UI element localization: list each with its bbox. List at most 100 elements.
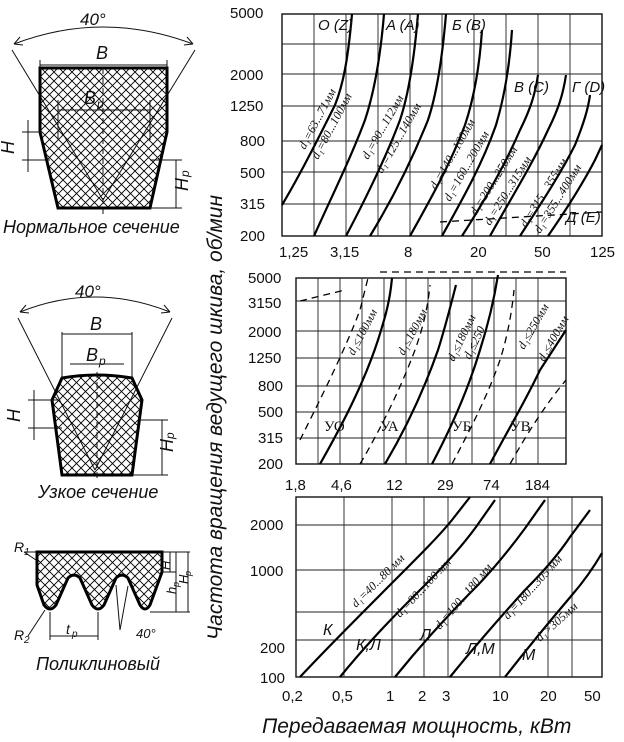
poly-curve-m: [504, 552, 603, 678]
tick: 20: [540, 688, 557, 705]
narrow-dash-uv: [509, 379, 567, 465]
tick: 315: [240, 196, 265, 213]
poly-curve-label: d₁=180...305 мм: [500, 552, 565, 622]
narrow-label-ua: УА: [380, 419, 399, 435]
tick: 184: [525, 477, 550, 494]
tick: 0,2: [282, 688, 303, 705]
classic-label-e: Д (E): [564, 209, 601, 226]
poly-section-drawing: R 1 R 2 H h р H р t р 40° Поликлиновый: [14, 539, 193, 674]
poly-tp: t: [66, 621, 71, 637]
narrow-curve-ub: [431, 274, 500, 465]
classic-curve-d2: [547, 144, 603, 237]
x-axis-title: Передаваемая мощность, кВт: [262, 715, 571, 738]
poly-angle: 40°: [136, 626, 156, 641]
narrow-hp-sub: р: [163, 432, 177, 440]
poly-r2: R: [14, 627, 24, 643]
classic-curve-b1: [409, 29, 484, 237]
poly-r1: R: [14, 539, 24, 555]
poly-curve-l: [394, 499, 546, 678]
poly-hp-sub: р: [171, 582, 181, 588]
poly-label-m: М: [522, 647, 536, 664]
poly-belt-chart: 2000 1000 200 100 0,2 0,5 1 2 3 10 20 50…: [250, 496, 603, 705]
tick: 12: [386, 477, 403, 494]
tick: 5000: [230, 5, 263, 22]
y-axis-title: Частота вращения ведущего шкива, об/мин: [204, 195, 227, 640]
narrow-h: H: [4, 408, 24, 422]
normal-section-drawing: 40° B B р H H р Нормальное сечение: [0, 10, 196, 237]
classic-x-ticks: 1,25 3,15 8 20 50 125: [279, 244, 615, 261]
narrow-belt-chart: 5000 3150 2000 1250 800 500 315 200 1,8 …: [248, 270, 572, 494]
tick: 1250: [248, 350, 281, 367]
classic-curve-b2: [441, 29, 514, 237]
narrow-y-ticks: 5000 3150 2000 1250 800 500 315 200: [248, 270, 283, 473]
narrow-hp: H: [157, 438, 177, 452]
narrow-dash-ub: [451, 289, 515, 465]
narrow-label-uv: УВ: [510, 419, 531, 435]
tick: 1250: [230, 98, 263, 115]
narrow-angle: 40°: [75, 282, 101, 301]
tick: 800: [258, 378, 283, 395]
tick: 3: [442, 688, 450, 705]
poly-label-l: Л: [419, 627, 431, 644]
poly-label-lm: Л,М: [465, 641, 495, 658]
narrow-curve-label: d₁≤180мм: [394, 306, 430, 357]
narrow-curve-ua: [384, 284, 458, 465]
poly-x-ticks: 0,2 0,5 1 2 3 10 20 50: [282, 688, 601, 705]
normal-bp-sub: р: [96, 97, 104, 111]
tick: 2: [418, 688, 426, 705]
normal-hp: H: [172, 177, 192, 191]
narrow-bp: B: [86, 345, 98, 365]
tick: 200: [258, 456, 283, 473]
classic-label-d: Г (D): [572, 79, 605, 96]
narrow-caption: Узкое сечение: [37, 482, 158, 502]
tick: 315: [258, 430, 283, 447]
normal-angle: 40°: [80, 10, 106, 29]
classic-curve-a2: [369, 13, 448, 237]
tick: 4,6: [331, 477, 352, 494]
narrow-section-drawing: 40° B B р H H р Узкое сечение: [4, 282, 177, 502]
classic-dash-e: [439, 211, 603, 223]
tick: 2000: [230, 67, 263, 84]
narrow-label-uo: УО: [324, 419, 345, 435]
tick: 500: [258, 404, 283, 421]
tick: 8: [404, 244, 412, 261]
poly-label-kl: К,Л: [356, 637, 381, 654]
classic-curve-d1: [519, 94, 592, 237]
normal-h: H: [0, 140, 18, 154]
normal-hp-sub: р: [178, 170, 192, 178]
tick: 800: [240, 133, 265, 150]
normal-b: B: [96, 43, 108, 63]
classic-curve-z1: [281, 13, 354, 206]
normal-caption: Нормальное сечение: [3, 217, 180, 237]
narrow-b: B: [90, 314, 102, 334]
classic-curve-a1: [345, 13, 420, 237]
tick: 1,8: [285, 477, 306, 494]
poly-y-ticks: 2000 1000 200 100: [250, 517, 285, 687]
classic-label-b: Б (B): [452, 17, 486, 34]
tick: 1: [386, 688, 394, 705]
narrow-bp-sub: р: [98, 354, 106, 368]
tick: 3150: [248, 295, 281, 312]
poly-r2-sub: 2: [23, 635, 30, 646]
tick: 1000: [250, 563, 283, 580]
tick: 5000: [248, 270, 281, 287]
poly-curve-label: d₁=40...80 мм: [348, 551, 407, 610]
tick: 1,25: [279, 244, 308, 261]
narrow-curve-uo: [319, 277, 394, 465]
classic-label-c: В (C): [514, 79, 549, 96]
tick: 500: [240, 165, 265, 182]
poly-h: H: [158, 560, 173, 570]
narrow-curve-uv: [489, 329, 567, 465]
tick: 200: [240, 228, 265, 245]
tick: 2000: [250, 517, 283, 534]
tick: 125: [590, 244, 615, 261]
poly-big-hp-sub: р: [183, 571, 193, 577]
tick: 0,5: [332, 688, 353, 705]
narrow-dash-top: [299, 271, 566, 302]
tick: 50: [584, 688, 601, 705]
tick: 50: [534, 244, 551, 261]
poly-curve-kl: [339, 499, 496, 678]
narrow-x-ticks: 1,8 4,6 12 29 74 184: [285, 477, 550, 494]
narrow-dash-uo: [299, 277, 369, 441]
